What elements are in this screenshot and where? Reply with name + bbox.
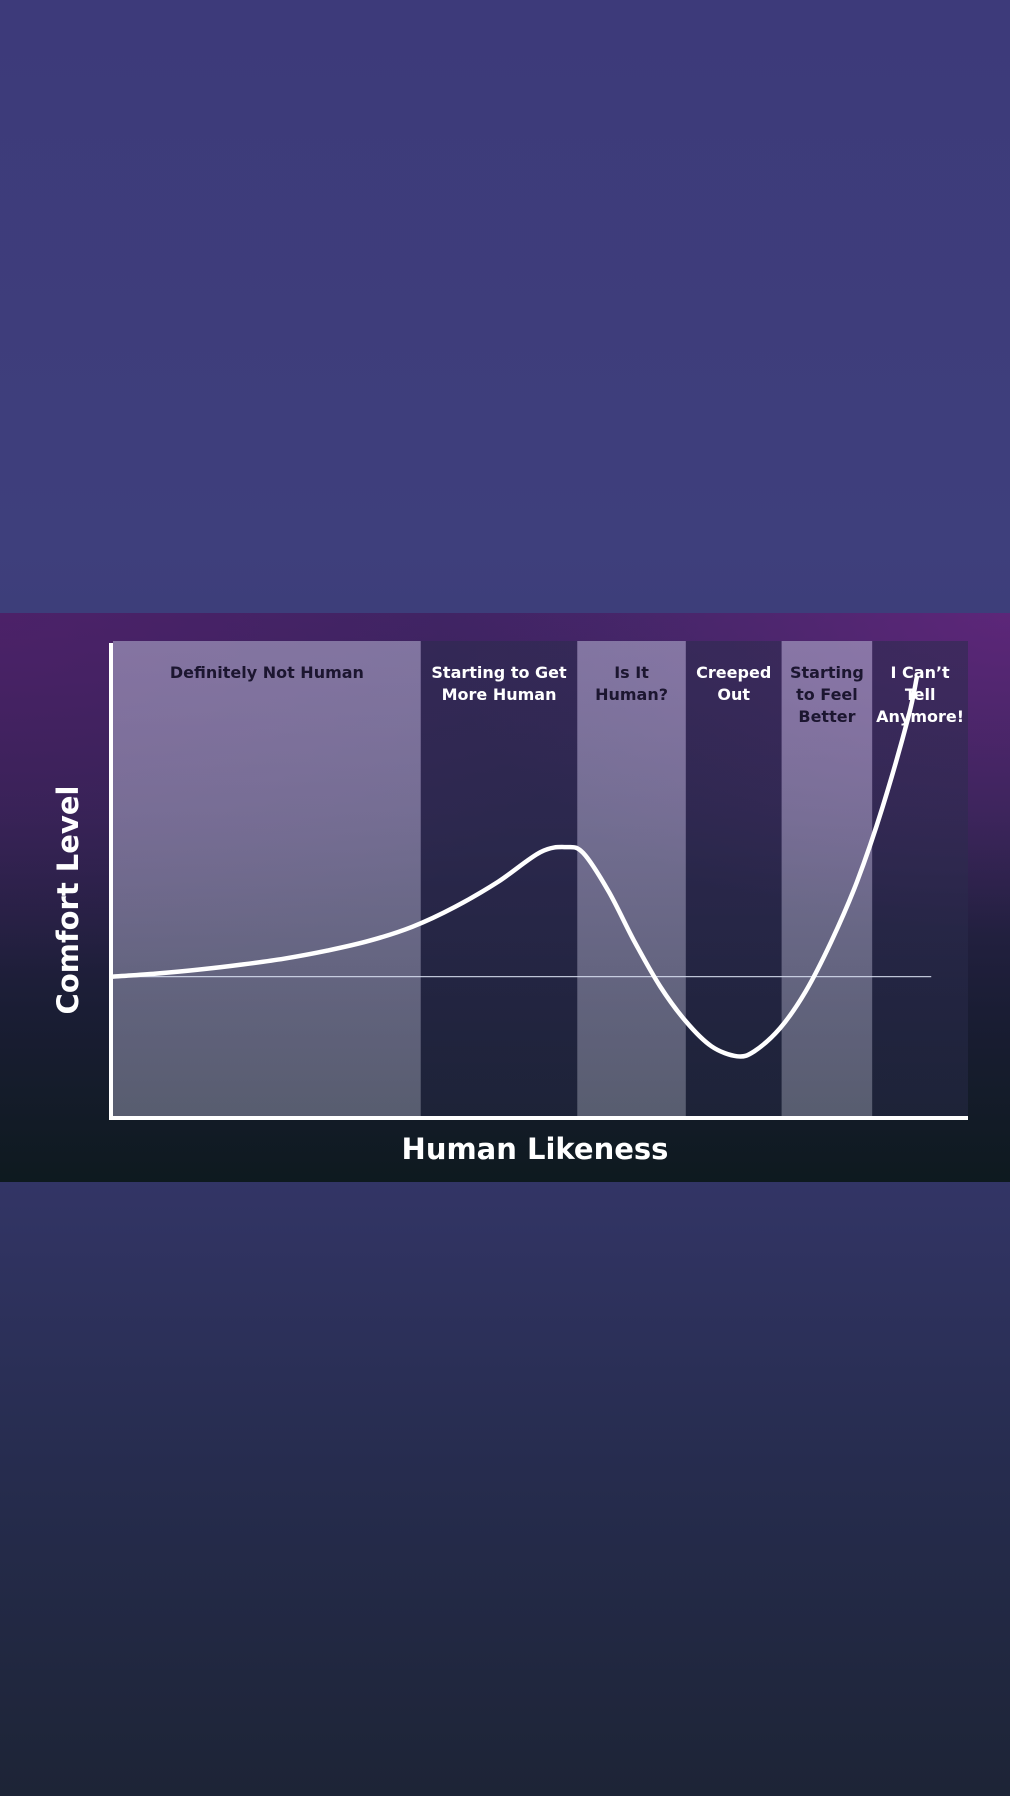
band-definitely-not-human (113, 641, 421, 1116)
bands-layer (113, 641, 968, 1116)
comfort-curve (110, 675, 919, 1059)
x-axis-title: Human Likeness (402, 1132, 669, 1166)
band-creeped-out (685, 641, 782, 1116)
band-i-cant-tell-anymore (872, 641, 968, 1116)
band-definitely-not-human-label: Definitely Not Human (170, 663, 364, 682)
y-axis-title: Comfort Level (51, 786, 85, 1015)
band-is-it-human (577, 641, 686, 1116)
